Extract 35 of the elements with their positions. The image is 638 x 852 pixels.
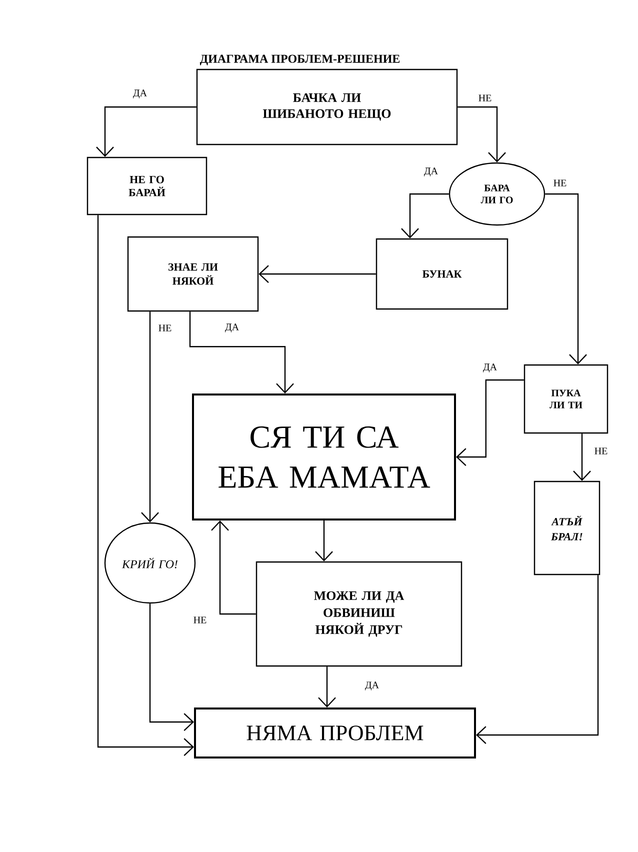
outcome-box: СЯ ТИ СА ЕБА МАМАТА	[192, 394, 456, 520]
arrow	[211, 520, 256, 615]
arrow	[97, 215, 194, 756]
edge-label: НЕ	[593, 446, 609, 456]
edge-label: ДА	[364, 680, 380, 692]
arrow	[573, 434, 591, 481]
action-box: БУНАК	[376, 238, 508, 310]
edge-label: ДА	[224, 322, 240, 334]
edge-label: ДА	[132, 88, 148, 100]
arrow	[189, 312, 294, 394]
arrow	[141, 312, 159, 522]
outcome-box: НЯМА ПРОБЛЕМ	[194, 708, 476, 758]
question-box: МОЖЕ ЛИ ДА ОБВИНИШ НЯКОЙ ДРУГ	[256, 561, 462, 667]
edge-label: ДА	[482, 362, 498, 374]
arrow	[258, 265, 376, 283]
arrow	[318, 666, 336, 708]
question-box: ПУКА ЛИ ТИ	[524, 364, 608, 434]
question-box: ЗНАЕ ЛИ НЯКОЙ	[127, 236, 259, 312]
edge-label: НЕ	[157, 324, 173, 332]
arrow	[315, 520, 333, 562]
action-box: НЕ ГО БАРАЙ	[86, 156, 208, 216]
edge-label: НЕ	[552, 178, 568, 188]
arrow	[476, 575, 599, 744]
arrow	[545, 193, 587, 364]
edge-label: НЕ	[192, 616, 208, 624]
arrow	[96, 106, 196, 157]
outcome-box: АТЪЙ БРАЛ!	[534, 480, 600, 576]
title: ДИАГРАМА ПРОБЛЕМ-РЕШЕНИЕ	[200, 54, 400, 66]
arrow	[456, 379, 524, 466]
question-box: БАЧКА ЛИ ШИБАНОТО НЕЩО	[196, 68, 458, 146]
arrow	[458, 106, 506, 162]
arrow	[149, 604, 194, 731]
edge-label: ДА	[422, 166, 440, 178]
arrow	[401, 193, 449, 238]
edge-label: НЕ	[477, 94, 493, 102]
